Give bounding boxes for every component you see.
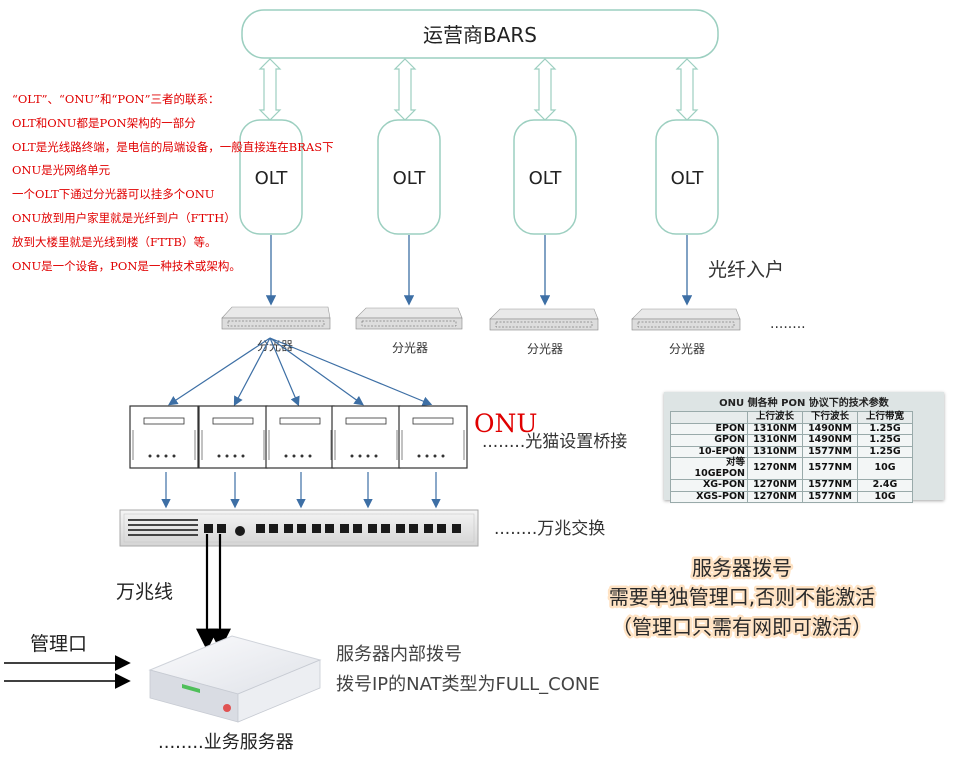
table-cell: 10G (857, 457, 913, 480)
note-line: “OLT”、“ONU”和“PON”三者的联系： (12, 92, 220, 106)
pon-parameter-table: ONU 侧各种 PON 协议下的技术参数 上行波长 下行波长 上行带宽 EPON… (664, 392, 944, 503)
table-row: GPON 1310NM 1490NM 1.25G (670, 434, 913, 447)
dialing-note: 服务器拨号 需要单独管理口,否则不能激活 （管理口只需有网即可激活） (606, 554, 877, 642)
switch-caption: ........万兆交换 (494, 519, 605, 539)
splitter-onu-arrows (167, 337, 433, 407)
table-cell: 1310NM (747, 422, 803, 435)
table-cell: 2.4G (857, 479, 913, 492)
bras-label: 运营商BARS (423, 23, 537, 47)
table-cell: XG-PON (670, 479, 748, 492)
dialing-note-line2: 需要单独管理口,否则不能激活 (609, 585, 875, 609)
onu-switch-arrows (161, 472, 441, 509)
table-cell: EPON (670, 422, 748, 435)
table-cell: 对等 10GEPON (670, 457, 748, 480)
mgmt-port-arrows (4, 655, 131, 689)
onu-device (198, 405, 268, 469)
table-cell: 10G (857, 490, 913, 503)
table-cell: 1577NM (802, 445, 858, 458)
table-cell: 1270NM (747, 490, 803, 503)
onu-device (331, 405, 401, 469)
table-cell: GPON (670, 434, 748, 447)
fiber-label: 光纤入户 (708, 259, 784, 281)
table-header-cell (670, 411, 748, 424)
table-row: XG-PON 1270NM 1577NM 2.4G (670, 479, 913, 492)
cable-label: 万兆线 (116, 581, 173, 603)
server-caption: ........业务服务器 (158, 732, 294, 753)
olt-onu-pon-notes: “OLT”、“ONU”和“PON”三者的联系： OLT和ONU都是PON架构的一… (12, 88, 392, 278)
splitter-label: 分光器 (257, 339, 293, 353)
onu-tag: ONU (474, 409, 537, 438)
table-header-cell: 上行波长 (747, 411, 803, 424)
note-line: 一个OLT下通过分光器可以挂多个ONU (12, 187, 215, 202)
server-device (148, 635, 322, 723)
olt-node: OLT (513, 119, 577, 235)
table-row: 对等 10GEPON 1270NM 1577NM 10G (670, 457, 913, 480)
table-cell: 1310NM (747, 445, 803, 458)
note-line: ONU是一个设备，PON是一种技术或架构。 (12, 258, 241, 273)
uplink-cables (196, 534, 231, 651)
table-cell: XGS-PON (670, 490, 748, 503)
splitter-label: 分光器 (527, 342, 563, 356)
olt-node: OLT (377, 119, 441, 235)
table-cell: 10-EPON (670, 445, 748, 458)
table-cell: 1490NM (802, 422, 858, 435)
table-cell: 1577NM (802, 457, 858, 480)
table-cell: 1577NM (802, 479, 858, 492)
splitter-label: 分光器 (392, 341, 428, 355)
splitter-device: 分光器 (631, 308, 741, 356)
table-header-row: 上行波长 下行波长 上行带宽 (670, 411, 913, 424)
splitter-label: 分光器 (669, 342, 705, 356)
olt-label: OLT (529, 168, 563, 189)
pon-table: 上行波长 下行波长 上行带宽 EPON 1310NM 1490NM 1.25G … (670, 411, 913, 503)
table-cell: 1490NM (802, 434, 858, 447)
table-row: XGS-PON 1270NM 1577NM 10G (670, 490, 913, 503)
table-cell: 1.25G (857, 445, 913, 458)
table-cell: 1.25G (857, 434, 913, 447)
note-line: 放到大楼里就是光线到楼（FTTB）等。 (12, 234, 217, 249)
onu-device (398, 405, 468, 469)
table-cell: 1270NM (747, 457, 803, 480)
olt-label: OLT (393, 168, 427, 189)
olt-label: OLT (255, 168, 289, 189)
note-line: OLT和ONU都是PON架构的一部分 (12, 115, 196, 130)
splitter-device: 分光器 (355, 307, 463, 355)
table-cell: 1.25G (857, 422, 913, 435)
onu-device (129, 405, 199, 469)
server-note-line2: 拨号IP的NAT类型为FULL_CONE (336, 674, 600, 695)
table-cell: 1270NM (747, 479, 803, 492)
bras-node (241, 9, 719, 59)
olt-label: OLT (671, 168, 705, 189)
olt-node: OLT (655, 119, 719, 235)
splitter-device: 分光器 (489, 308, 599, 356)
table-header-cell: 下行波长 (802, 411, 858, 424)
dialing-note-line3: （管理口只需有网即可激活） (612, 615, 872, 639)
table-row: 10-EPON 1310NM 1577NM 1.25G (670, 445, 913, 458)
splitter-device: 分光器 (221, 306, 331, 353)
splitter-more-ellipsis: ........ (770, 316, 806, 332)
pon-table-title: ONU 侧各种 PON 协议下的技术参数 (719, 398, 889, 409)
note-line: ONU放到用户家里就是光纤到户（FTTH） (12, 210, 236, 225)
server-note-line1: 服务器内部拨号 (336, 644, 462, 665)
table-row: EPON 1310NM 1490NM 1.25G (670, 422, 913, 435)
table-cell: 1310NM (747, 434, 803, 447)
mgmt-port-label: 管理口 (30, 633, 87, 655)
note-line: OLT是光线路终端，是电信的局端设备，一般直接连在BRAS下 (12, 139, 334, 154)
table-header-cell: 上行带宽 (857, 411, 913, 424)
note-line: ONU是光网络单元 (12, 163, 111, 178)
dialing-note-line1: 服务器拨号 (692, 556, 792, 580)
switch-device (119, 509, 479, 547)
onu-devices (129, 405, 468, 469)
onu-device (265, 405, 335, 469)
olt-node: OLT (239, 119, 303, 235)
olt-splitter-arrows (265, 235, 693, 306)
onu-caption: ........光猫设置桥接 (482, 432, 627, 452)
table-cell: 1577NM (802, 490, 858, 503)
